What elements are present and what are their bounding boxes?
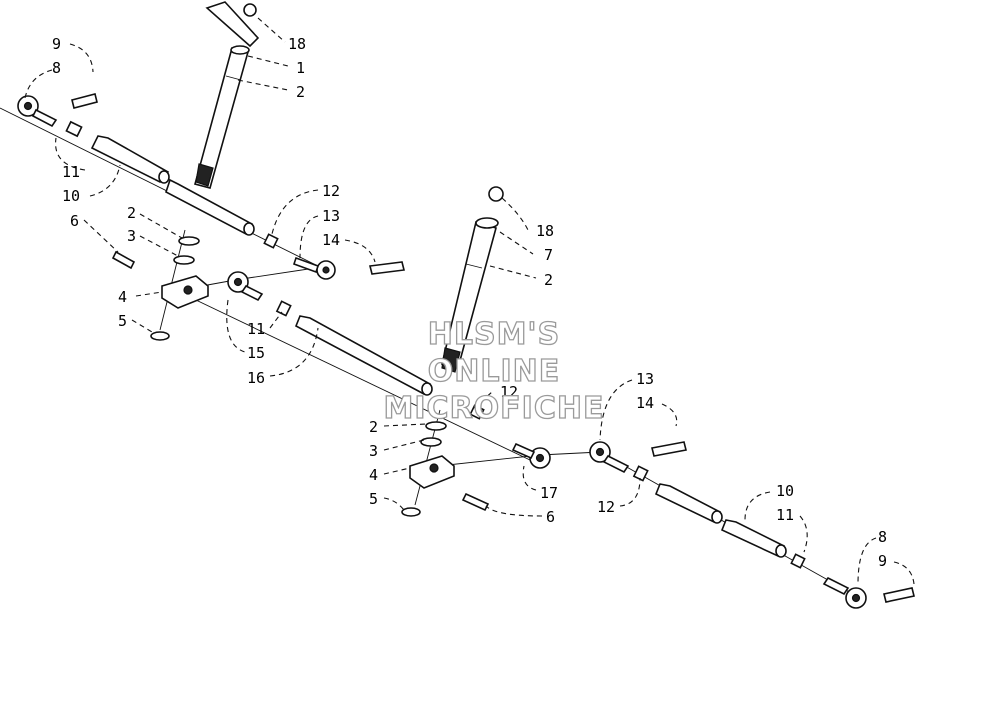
callout-2-upper-arm: 2 bbox=[127, 204, 136, 222]
callout-7: 7 bbox=[544, 246, 553, 264]
callout-11-right: 11 bbox=[776, 506, 794, 524]
callout-5-upper: 5 bbox=[118, 312, 127, 330]
center-rod bbox=[227, 271, 485, 420]
callout-4-lower: 4 bbox=[369, 466, 378, 484]
watermark-line-1: HLSM'S bbox=[428, 317, 560, 352]
tie-rod-end-left bbox=[17, 93, 98, 138]
tie-rod-tube-right bbox=[632, 465, 806, 569]
callout-11-center: 11 bbox=[247, 320, 265, 338]
callout-11-left: 11 bbox=[62, 163, 80, 181]
callout-18-upper: 18 bbox=[288, 35, 306, 53]
callout-10-left: 10 bbox=[62, 187, 80, 205]
callout-6-upper: 6 bbox=[70, 212, 79, 230]
callout-12-right: 12 bbox=[597, 498, 615, 516]
callout-3-upper: 3 bbox=[127, 227, 136, 245]
callout-4-upper: 4 bbox=[118, 288, 127, 306]
callout-8-right: 8 bbox=[878, 528, 887, 546]
callout-1: 1 bbox=[296, 59, 305, 77]
callout-2-lower-arm: 2 bbox=[369, 418, 378, 436]
callout-2-lower-post: 2 bbox=[544, 271, 553, 289]
callout-14-right: 14 bbox=[636, 394, 654, 412]
tie-rod-end-upper-right bbox=[292, 256, 405, 280]
pitman-arm-upper bbox=[111, 236, 209, 341]
callout-14-upper: 14 bbox=[322, 231, 340, 249]
callout-18-lower: 18 bbox=[536, 222, 554, 240]
tie-rod-end-far-right bbox=[822, 576, 915, 609]
watermark-line-3: MICROFICHE bbox=[384, 391, 605, 426]
callout-10-right: 10 bbox=[776, 482, 794, 500]
watermark-line-2: ONLINE bbox=[428, 354, 561, 389]
callout-16: 16 bbox=[247, 369, 265, 387]
callout-leaders bbox=[24, 17, 915, 585]
pitman-arm-lower bbox=[401, 421, 490, 517]
watermark: HLSM'S ONLINE MICROFICHE bbox=[383, 316, 605, 426]
callout-15: 15 bbox=[247, 344, 265, 362]
tie-rod-end-right bbox=[589, 441, 687, 474]
callout-8-left: 8 bbox=[52, 59, 61, 77]
tie-rod-tube-left bbox=[90, 135, 279, 249]
callout-5-lower: 5 bbox=[369, 490, 378, 508]
callout-13-right: 13 bbox=[636, 370, 654, 388]
callout-2-upper-post: 2 bbox=[296, 83, 305, 101]
callout-labels: 9 8 18 1 2 11 10 12 13 14 6 2 3 4 5 11 1… bbox=[52, 35, 887, 570]
callout-13-upper: 13 bbox=[322, 207, 340, 225]
callout-9-right: 9 bbox=[878, 552, 887, 570]
callout-6-lower: 6 bbox=[546, 508, 555, 526]
steering-post-lower bbox=[441, 186, 504, 373]
callout-12-center: 12 bbox=[500, 383, 518, 401]
callout-12-upper: 12 bbox=[322, 182, 340, 200]
steering-post-upper bbox=[194, 1, 260, 189]
rod-end-center-right bbox=[511, 442, 551, 469]
callout-3-lower: 3 bbox=[369, 442, 378, 460]
callout-9-left: 9 bbox=[52, 35, 61, 53]
callout-17: 17 bbox=[540, 484, 558, 502]
